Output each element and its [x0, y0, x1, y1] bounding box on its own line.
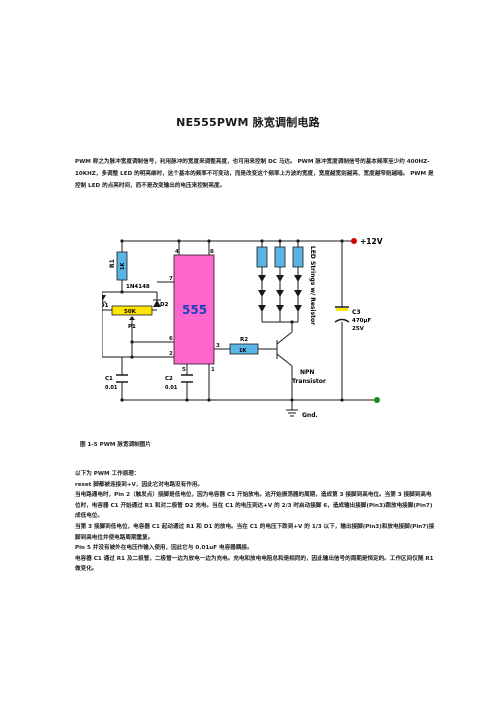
- diode-part-label: 1N4148: [126, 284, 150, 290]
- paragraph: 电容器 C1 通过 R1 及二极管，二极管一边为放电一边为充电。充电和放电电阻总…: [75, 555, 434, 573]
- paragraph: 当第 3 接脚到低电位，电容器 C1 起动通过 R1 和 D1 的放电。当在 C…: [75, 523, 435, 541]
- transistor-label-npn: NPN: [300, 369, 314, 376]
- svg-text:7: 7: [169, 276, 173, 282]
- svg-text:5: 5: [182, 367, 186, 373]
- c3-value: 470µF: [352, 318, 372, 324]
- intro-paragraph: PWM 称之为脉冲宽度调制信号，利用脉冲的宽度来调整亮度，也可用来控制 DC 马…: [75, 159, 434, 189]
- led-strings-label: LED Strings w/ Resistor: [309, 246, 316, 325]
- document-title: NE555PWM 脉宽调制电路: [176, 116, 320, 129]
- svg-text:6: 6: [169, 336, 173, 342]
- svg-text:4: 4: [175, 249, 179, 255]
- svg-text:1: 1: [211, 367, 215, 373]
- d1-label: D1: [102, 303, 109, 309]
- paragraph: 以下为 PWM 工作原理：: [75, 471, 140, 477]
- led-resistor-2: [274, 246, 286, 268]
- r2-value: 1K: [239, 348, 247, 354]
- supply-label: +12V: [360, 237, 383, 246]
- c2-value: 0.01: [165, 385, 178, 391]
- svg-text:3: 3: [216, 343, 220, 349]
- svg-text:2: 2: [169, 351, 173, 357]
- r2-resistor: [229, 343, 259, 355]
- led-resistor-3: [292, 246, 304, 268]
- c1-label: C1: [105, 376, 113, 382]
- ne555-ic: [173, 254, 215, 365]
- svg-text:8: 8: [210, 249, 214, 255]
- led-resistor-1: [256, 246, 268, 268]
- paragraph: reset 脚都被连接到+V，因此它对电路没有作用。: [75, 481, 204, 488]
- ic-label: 555: [182, 303, 207, 317]
- r1-resistor: [116, 251, 128, 281]
- supply-terminal: [351, 238, 357, 244]
- c1-value: 0.01: [105, 385, 118, 391]
- figure-caption: 图 1-5 PWM 脉宽调制图片: [80, 442, 151, 448]
- paragraph: 当电路通电时，Pin 2（触发点）接脚是低电位，因为电容器 C1 开始放电。这开…: [75, 492, 433, 520]
- led-diodes: [258, 275, 302, 312]
- junction-dots: [120, 239, 344, 402]
- p1-potentiometer: [111, 305, 153, 316]
- working-principle: 以下为 PWM 工作原理： reset 脚都被连接到+V，因此它对电路没有作用。…: [75, 469, 437, 575]
- ic-pin-numbers: 4 8 7 6 2 3 5 1: [169, 249, 220, 373]
- r1-value: 1K: [120, 262, 126, 270]
- ground-terminal: [374, 397, 380, 403]
- c3-label: C3: [352, 309, 361, 316]
- d1-diode: [102, 295, 106, 302]
- c2-label: C2: [165, 376, 173, 382]
- d2-diode: [153, 300, 161, 307]
- pwm-schematic: R1 1K 1N4148 D1 D2 50K P1 C1 0.01 C2 0.0…: [102, 237, 383, 419]
- ground-label: Gnd.: [302, 412, 318, 419]
- c3-voltage: 25V: [352, 326, 365, 332]
- paragraph: Pin 5 并没有被外在电压作输入使用，因此它与 0.01uF 电容器耦接。: [75, 545, 253, 552]
- r1-label: R1: [109, 259, 116, 268]
- r2-label: R2: [240, 337, 248, 343]
- schematic-wires: [102, 240, 377, 410]
- pot-label: P1: [128, 324, 136, 330]
- pot-value: 50K: [124, 309, 137, 315]
- d2-label: D2: [160, 302, 169, 308]
- transistor-label: Transistor: [292, 378, 326, 385]
